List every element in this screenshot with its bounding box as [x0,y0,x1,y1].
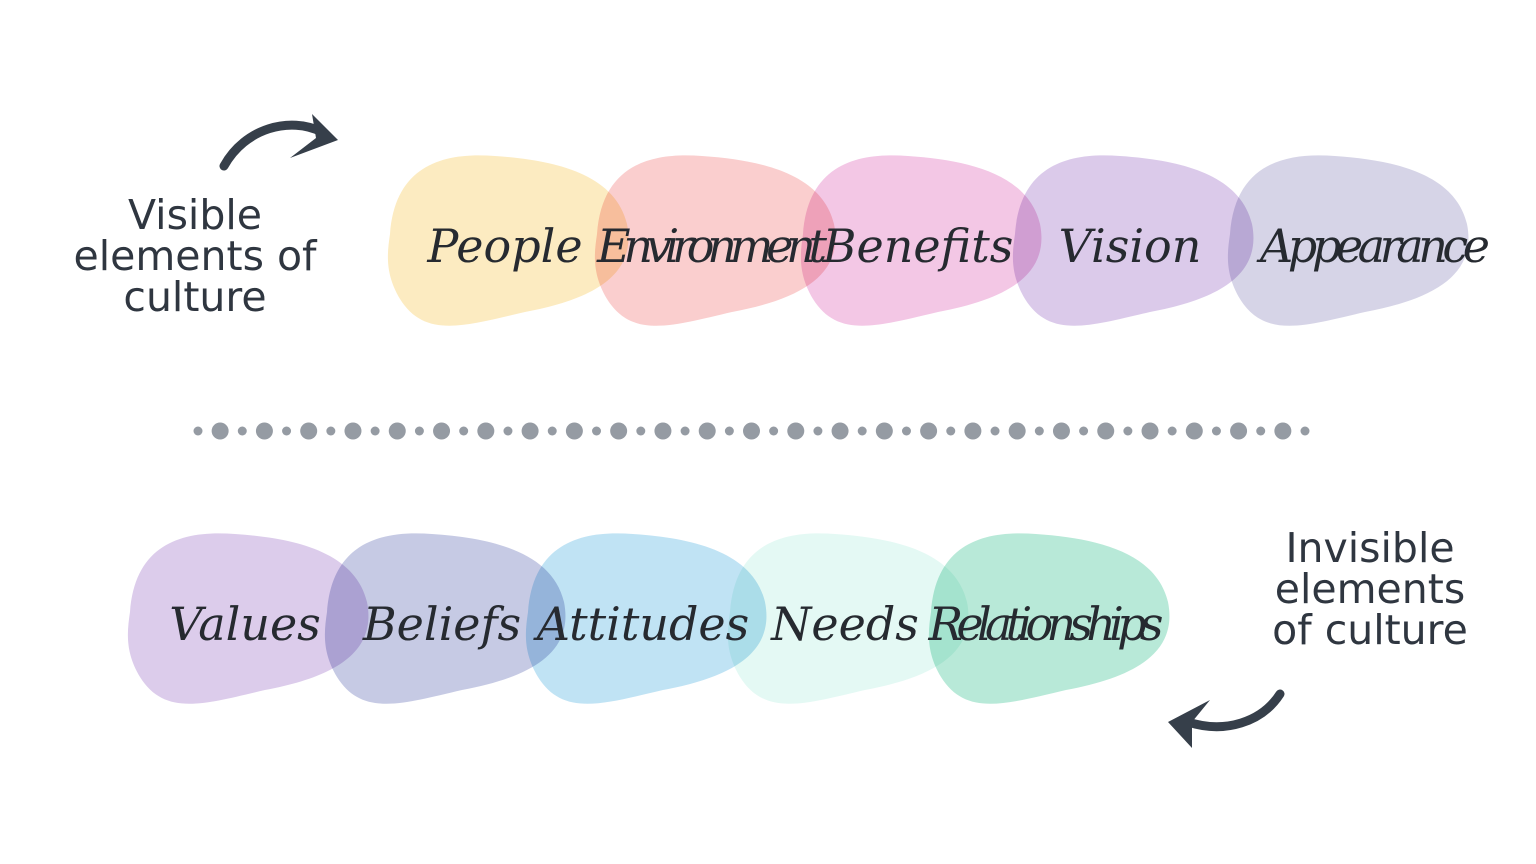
blob-shape [127,533,369,704]
element-label-values: Values [169,597,321,651]
divider-dot [610,422,628,440]
element-label-appearance: Appearance [1256,219,1490,273]
divider-dot [990,426,1000,436]
element-label-relationships: Relationships [928,597,1164,651]
divider-dot [1185,422,1203,440]
element-label-needs: Needs [770,597,919,651]
divider-dot [370,426,380,436]
arrow-right-icon [219,114,338,171]
blob-shape [727,533,969,704]
divider-dot [193,426,203,436]
divider-dot [547,426,557,436]
element-label-people: People [426,219,582,273]
divider-dot [875,422,893,440]
divider-dot [1230,422,1248,440]
divider-dot [459,426,469,436]
divider-dot [964,422,982,440]
divider-dot [743,422,760,440]
divider-dot [388,422,406,440]
blob-shape [1012,155,1254,326]
divider-dot [1079,426,1089,436]
divider-dot [1211,426,1221,436]
divider-dot [565,422,583,440]
divider-dot [255,422,273,440]
divider-dot [654,422,672,440]
divider-dot [680,426,690,436]
divider-dot [1256,426,1266,436]
divider-dot [1052,422,1070,440]
divider-dot [592,426,602,436]
divider-dot [1008,422,1026,440]
element-label-beliefs: Beliefs [362,597,521,651]
divider-dot [521,422,539,440]
element-label-vision: Vision [1059,219,1202,273]
divider-dot [769,426,779,436]
blob-shape [525,533,767,704]
divider-dot [831,422,849,440]
divider-dot [211,422,229,440]
divider-dot [433,422,451,440]
blob-shape [928,533,1170,704]
divider-dot [503,426,513,436]
divider-dot [946,426,956,436]
divider-dot [1300,426,1310,436]
divider-dot [237,426,247,436]
divider-dot [282,426,292,436]
heading-line: Visible [128,191,262,239]
divider-dot [1123,426,1133,436]
divider-dot [477,422,495,440]
divider-dot [1167,426,1177,436]
divider-dot [326,426,336,436]
divider-dot [414,426,424,436]
blob-shape [387,155,629,326]
heading-line: elements of [73,232,317,280]
divider-dot [813,426,823,436]
divider-dot [344,422,362,440]
divider-dot [857,426,867,436]
divider-dot [1034,426,1044,436]
heading-line: elements [1274,565,1466,613]
divider-dot [1141,422,1159,440]
element-label-attitudes: Attitudes [533,597,749,651]
heading-line: culture [123,273,267,321]
divider-dot [901,426,911,436]
blob-shape [594,155,836,326]
divider-dot [1274,422,1292,440]
divider-dot [787,422,805,440]
heading-line: of culture [1272,606,1468,654]
element-label-environment: Environment [596,219,828,273]
divider-dot [300,422,318,440]
blob-shape [800,155,1042,326]
visible-heading: Visible elements of culture [60,195,330,318]
arrow-left-icon [1168,689,1285,748]
dotted-divider [193,422,1310,440]
element-label-benefits: Benefits [822,219,1014,273]
heading-line: Invisible [1285,524,1455,572]
blob-shape [324,533,566,704]
divider-dot [724,426,734,436]
divider-dot [698,422,716,440]
divider-dot [920,422,938,440]
divider-dot [636,426,646,436]
invisible-heading: Invisible elements of culture [1235,528,1505,651]
blob-shape [1227,155,1469,326]
divider-dot [1097,422,1115,440]
